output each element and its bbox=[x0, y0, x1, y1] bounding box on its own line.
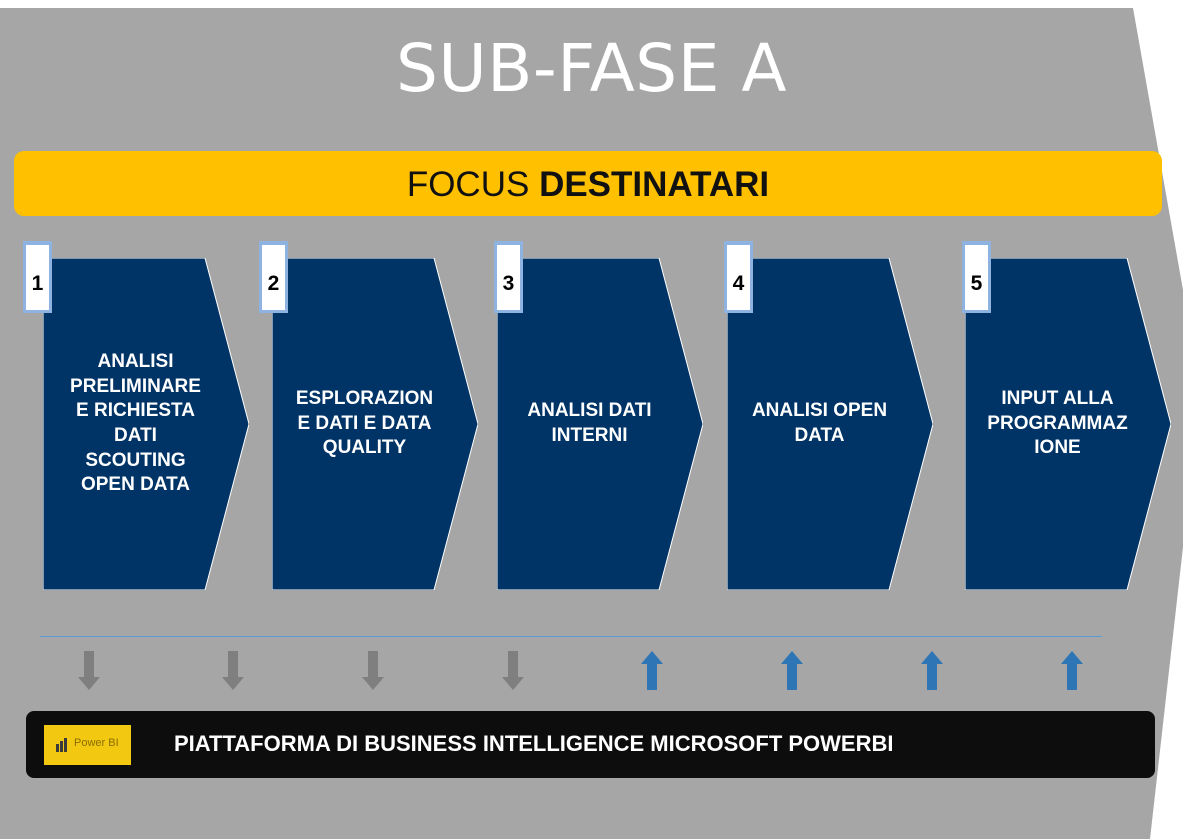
page-title: SUB-FASE A bbox=[395, 30, 788, 107]
step-2-number: 2 bbox=[259, 241, 288, 313]
arrow-down-icon bbox=[78, 651, 100, 690]
banner-bold: DESTINATARI bbox=[539, 165, 770, 204]
powerbi-logo-icon: Power BI bbox=[44, 725, 131, 765]
powerbi-mark-icon bbox=[56, 738, 67, 752]
banner-text: FOCUS DESTINATARI bbox=[14, 165, 1162, 205]
arrow-down-icon bbox=[222, 651, 244, 690]
platform-label: PIATTAFORMA DI BUSINESS INTELLIGENCE MIC… bbox=[174, 731, 894, 756]
arrow-down-icon bbox=[502, 651, 524, 690]
arrow-up-icon bbox=[781, 651, 803, 690]
arrow-up-icon bbox=[641, 651, 663, 690]
step-4-number: 4 bbox=[724, 241, 753, 313]
platform-bar: Power BI PIATTAFORMA DI BUSINESS INTELLI… bbox=[26, 711, 1155, 778]
divider-line bbox=[40, 636, 1102, 637]
banner-prefix: FOCUS bbox=[406, 165, 530, 204]
step-3-number: 3 bbox=[494, 241, 523, 313]
step-1-number: 1 bbox=[23, 241, 52, 313]
arrow-up-icon bbox=[1061, 651, 1083, 690]
arrow-up-icon bbox=[921, 651, 943, 690]
focus-banner: FOCUS DESTINATARI bbox=[14, 151, 1162, 216]
logo-text: Power BI bbox=[74, 737, 119, 749]
step-5-number: 5 bbox=[962, 241, 991, 313]
arrow-down-icon bbox=[362, 651, 384, 690]
